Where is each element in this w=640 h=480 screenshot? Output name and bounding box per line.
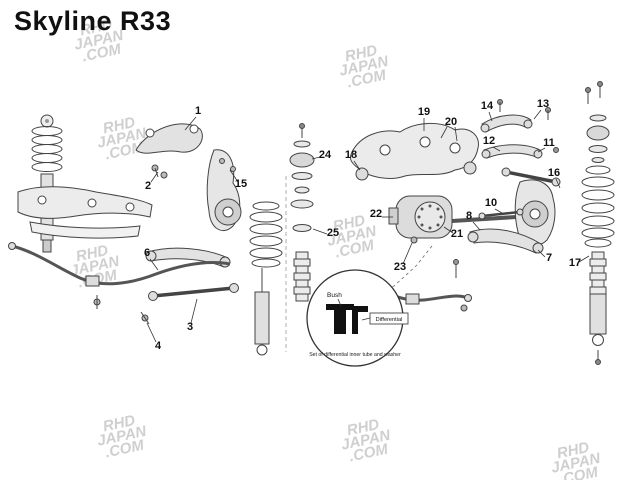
callout-23: 23 [394,261,406,273]
callout-20: 20 [445,116,457,128]
strut-mount-washer-stack [289,123,315,232]
watermark: RHD JAPAN .COM [340,416,393,466]
callout-6: 6 [144,247,150,259]
shock-dust-boot [293,251,311,302]
svg-text:RHD: RHD [345,416,380,439]
callout-10: 10 [485,197,497,209]
callout-4: 4 [155,340,162,352]
rear-subframe [349,123,479,181]
svg-text:RHD: RHD [555,439,590,462]
drive-shaft [451,215,517,223]
front-knuckle-hub [206,149,242,231]
differential [388,195,453,244]
callout-15: 15 [235,178,247,190]
inset-differential-bush-detail: Bush Differential Set of differential in… [306,245,433,367]
rear-shock-mount-stack [585,81,610,163]
front-upper-control-arm [135,123,203,179]
svg-text:RHD: RHD [101,412,136,435]
front-subframe [17,186,153,239]
callout-22: 22 [370,208,382,220]
front-stabilizer-bar [8,242,231,325]
callout-13: 13 [537,98,549,110]
callout-21: 21 [451,228,463,240]
front-tension-rod [148,283,239,301]
callout-14: 14 [481,100,494,112]
callout-25: 25 [327,227,339,239]
rear-lower-control-arm [467,228,544,254]
svg-text:RHD: RHD [343,42,378,65]
callout-labels: 1 2 3 4 6 7 8 10 11 12 13 14 15 16 17 18… [144,98,581,352]
svg-text:RHD: RHD [331,212,366,235]
watermark: RHD JAPAN .COM [73,16,126,66]
front-shock-absorber [254,268,270,356]
callout-7: 7 [546,252,552,264]
rear-toe-rod [478,208,524,220]
callout-24: 24 [319,149,332,161]
callout-17: 17 [569,257,581,269]
watermark: RHD JAPAN .COM [96,114,149,164]
callout-3: 3 [187,321,193,333]
callout-2: 2 [145,180,151,192]
page-title: Skyline R33 [14,6,172,36]
inset-bush-label: Bush [327,292,342,299]
rear-knuckle-hub [514,179,556,247]
callout-8: 8 [466,210,472,222]
callout-1: 1 [195,105,201,117]
watermark: RHD JAPAN .COM [550,439,603,480]
svg-text:RHD: RHD [78,16,113,39]
svg-text:RHD: RHD [74,242,109,265]
watermark: RHD JAPAN .COM [338,42,391,92]
inset-caption: Set of differential inner tube and washe… [309,352,401,358]
watermark: RHD JAPAN .COM [96,412,149,462]
callout-11: 11 [543,137,555,149]
callout-18: 18 [345,149,357,161]
svg-text:RHD: RHD [101,114,136,137]
callout-leaders [146,109,590,343]
rear-coil-spring [581,165,615,248]
front-coil-spring [249,201,283,268]
callout-16: 16 [548,167,560,179]
callout-12: 12 [483,135,495,147]
rear-shock-absorber [589,251,607,365]
rear-upper-links [480,99,561,187]
callout-19: 19 [418,106,430,118]
inset-differential-label-box [369,312,409,325]
inset-differential-label: Differential [376,317,403,323]
